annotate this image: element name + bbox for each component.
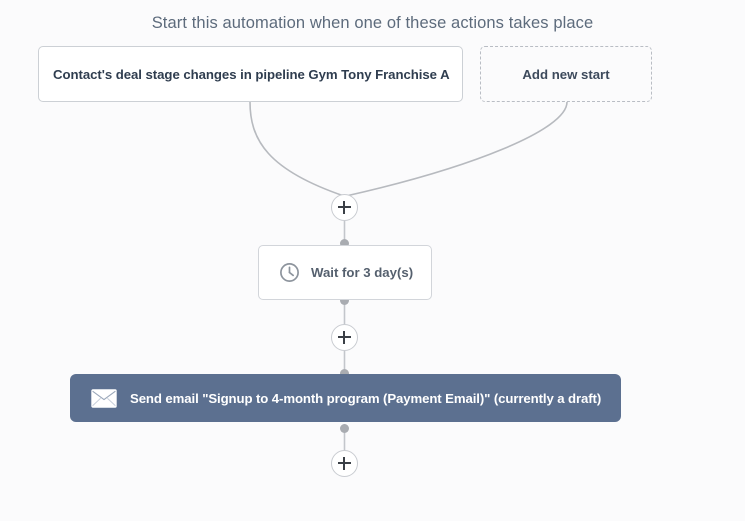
step-wait-label: Wait for 3 day(s) [311, 265, 414, 280]
add-new-start-button[interactable]: Add new start [480, 46, 652, 102]
step-wait[interactable]: Wait for 3 day(s) [258, 245, 432, 300]
connector-curve-left [249, 101, 345, 197]
connector-dot [340, 369, 349, 378]
step-send-email-label: Send email "Signup to 4-month program (P… [130, 390, 602, 406]
page-title: Start this automation when one of these … [151, 14, 594, 32]
connector-dot [340, 424, 349, 433]
add-step-button-2[interactable] [331, 324, 358, 351]
connector-curve-right [345, 101, 568, 197]
start-trigger-box[interactable]: Contact's deal stage changes in pipeline… [38, 46, 463, 102]
connector-dot [340, 296, 349, 305]
plus-icon [338, 201, 351, 214]
plus-icon [338, 457, 351, 470]
plus-icon [338, 331, 351, 344]
add-step-button-3[interactable] [331, 450, 358, 477]
step-send-email[interactable]: Send email "Signup to 4-month program (P… [70, 374, 621, 422]
add-new-start-label: Add new start [522, 66, 610, 82]
envelope-icon [91, 388, 117, 408]
connector-dot [340, 239, 349, 248]
add-step-button-1[interactable] [331, 194, 358, 221]
start-trigger-label: Contact's deal stage changes in pipeline… [53, 66, 450, 82]
clock-icon [279, 262, 300, 283]
